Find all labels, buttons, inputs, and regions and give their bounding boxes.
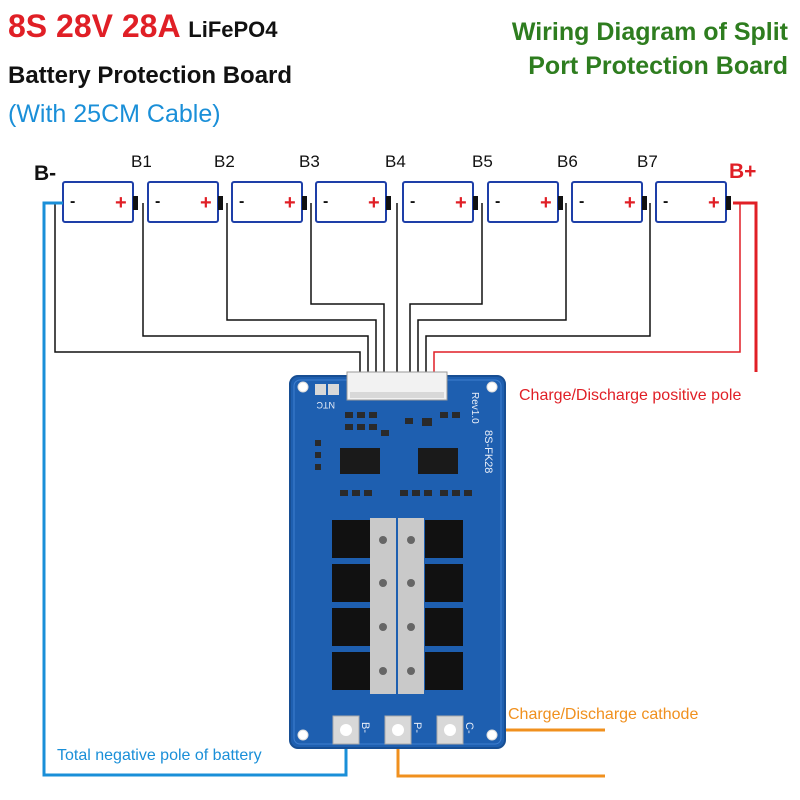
battery-cell-2: - + <box>147 181 223 223</box>
cell-minus-sign: - <box>323 193 328 210</box>
battery-cell-3: - + <box>231 181 307 223</box>
cell-minus-sign: - <box>70 193 75 210</box>
annotation-cathode: Charge/Discharge cathode <box>508 706 699 723</box>
smd-components <box>315 412 472 496</box>
main-positive-wire <box>733 201 758 372</box>
balance-connector <box>346 371 448 401</box>
cell-minus-sign: - <box>410 193 415 210</box>
ntc-pad <box>315 384 326 395</box>
tap-label-b1: B1 <box>131 152 152 171</box>
cell-plus-sign: + <box>455 192 467 214</box>
pad-label-c: C- <box>463 722 475 734</box>
cell-minus-sign: - <box>663 193 668 210</box>
mosfet-array <box>332 518 463 694</box>
title-chemistry: LiFePO4 <box>188 17 278 42</box>
cell-plus-sign: + <box>368 192 380 214</box>
tap-label-b2: B2 <box>214 152 235 171</box>
annotation-positive-pole: Charge/Discharge positive pole <box>519 387 742 404</box>
cell-plus-sign: + <box>624 192 636 214</box>
cell-plus-sign: + <box>284 192 296 214</box>
tap-label-b7: B7 <box>637 152 658 171</box>
diagram-title-line1: Wiring Diagram of Split <box>511 18 788 46</box>
balance-wires <box>54 203 651 375</box>
product-title: 8S 28V 28A LiFePO4 <box>8 8 278 45</box>
battery-cell-4: - + <box>315 181 391 223</box>
mount-hole <box>486 729 498 741</box>
cell-plus-sign: + <box>540 192 552 214</box>
tap-label-b5: B5 <box>472 152 493 171</box>
battery-positive-label: B+ <box>729 160 757 183</box>
annotation-total-negative: Total negative pole of battery <box>57 747 262 764</box>
mount-hole <box>486 381 498 393</box>
cell-minus-sign: - <box>579 193 584 210</box>
silk-model: 8S-FK28 <box>482 430 494 473</box>
main-negative-wire <box>42 201 348 777</box>
battery-negative-label: B- <box>34 162 57 185</box>
battery-cell-7: - + <box>571 181 647 223</box>
sense-positive-wire <box>433 203 741 375</box>
pad-label-b: B- <box>359 722 371 733</box>
product-subtitle: Battery Protection Board <box>8 62 293 89</box>
cell-plus-sign: + <box>115 192 127 214</box>
battery-cell-5: - + <box>402 181 478 223</box>
pad-label-p: P- <box>411 722 423 733</box>
protection-board: NTC 8S-FK28 Rev1.0 <box>289 371 506 749</box>
mount-hole <box>297 729 309 741</box>
title-spec: 8S 28V 28A <box>8 8 180 44</box>
battery-cell-6: - + <box>487 181 563 223</box>
protection-ic <box>340 448 458 474</box>
battery-cell-1: - + <box>62 181 138 223</box>
cell-plus-sign: + <box>708 192 720 214</box>
diagram-title-line2: Port Protection Board <box>528 52 788 80</box>
cell-plus-sign: + <box>200 192 212 214</box>
ntc-pad <box>328 384 339 395</box>
tap-label-b4: B4 <box>385 152 406 171</box>
cell-minus-sign: - <box>155 193 160 210</box>
battery-cell-8: - + <box>655 181 731 223</box>
cell-minus-sign: - <box>239 193 244 210</box>
silk-ntc: NTC <box>316 400 335 410</box>
battery-pack: - + - + - + - + - + <box>62 181 731 223</box>
output-pads: B- P- C- <box>332 715 475 745</box>
cable-note: (With 25CM Cable) <box>8 100 221 128</box>
cell-minus-sign: - <box>495 193 500 210</box>
tap-label-b6: B6 <box>557 152 578 171</box>
mount-hole <box>297 381 309 393</box>
tap-label-b3: B3 <box>299 152 320 171</box>
silk-revision: Rev1.0 <box>469 392 480 424</box>
